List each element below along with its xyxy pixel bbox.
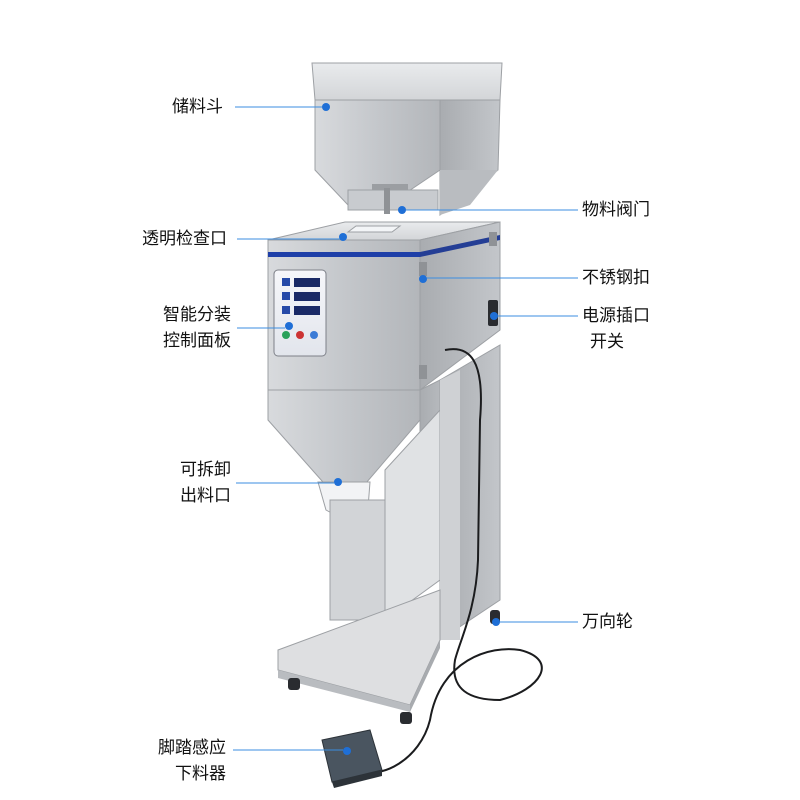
marker-dots [322, 103, 330, 111]
base-plate [277, 589, 441, 712]
casters [288, 610, 500, 724]
label-material-valve: 物料阀门 [582, 200, 650, 220]
label-detachable-outlet: 可拆卸 出料口 [180, 460, 231, 506]
label-caster: 万向轮 [582, 612, 633, 632]
foot-pedal [321, 729, 383, 788]
stand [329, 344, 501, 641]
power-socket [488, 300, 498, 326]
control-panel [273, 269, 327, 357]
label-stainless-buckle: 不锈钢扣 [582, 268, 650, 288]
inspection-window [339, 225, 402, 241]
label-power-socket: 电源插口 开关 [582, 306, 650, 352]
power-cable [359, 348, 543, 774]
label-hopper: 储料斗 [172, 97, 223, 117]
leader-lines [233, 106, 578, 751]
label-inspection-port: 透明检查口 [142, 229, 227, 249]
hopper [311, 62, 503, 217]
label-foot-pedal: 脚踏感应 下料器 [158, 738, 226, 784]
stainless-buckles [419, 232, 497, 379]
material-valve [372, 184, 408, 214]
label-control-panel: 智能分装 控制面板 [163, 305, 231, 351]
